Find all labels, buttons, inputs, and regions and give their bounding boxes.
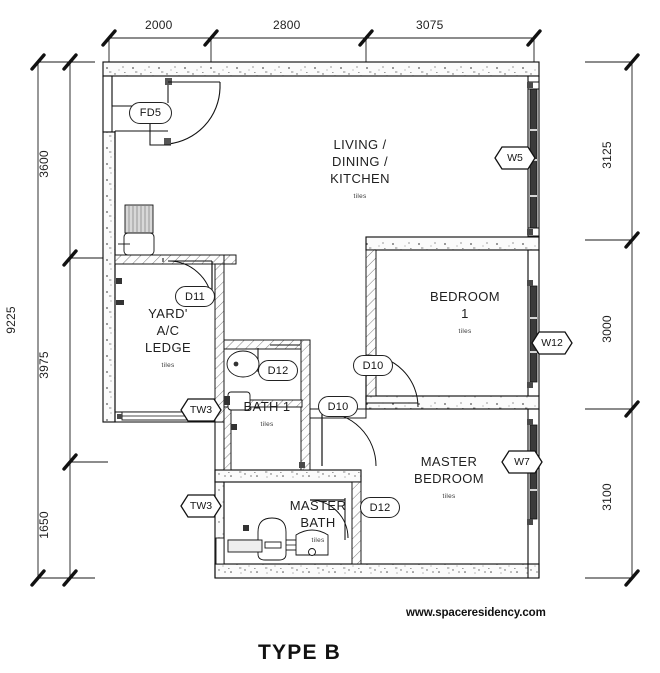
watermark-url: www.spaceresidency.com [406, 607, 546, 619]
room-label-bedroom-1: BEDROOM 1 tiles [422, 288, 508, 340]
window-tag-w7[interactable]: W7 [501, 450, 543, 474]
bedroom1-finish: tiles [458, 328, 472, 335]
bath1-finish: tiles [260, 421, 274, 428]
mbath-finish: tiles [311, 537, 325, 544]
dim-right-3100: 3100 [599, 483, 614, 511]
yard-line-1: YARD' [148, 306, 188, 321]
dim-top-3075: 3075 [416, 18, 444, 32]
window-tag-w5[interactable]: W5 [494, 146, 536, 170]
hexagon-icon [531, 331, 573, 355]
door-tag-d11[interactable]: D11 [175, 286, 215, 307]
mbath-line-1: MASTER [289, 498, 347, 513]
dim-left-3600: 3600 [36, 150, 51, 178]
master-finish: tiles [442, 493, 456, 500]
window-tag-w7-label: W7 [514, 456, 530, 468]
dim-left-1650: 1650 [36, 511, 51, 539]
window-tag-tw3-upper[interactable]: TW3 [180, 398, 222, 422]
bedroom1-line-1: BEDROOM [430, 289, 500, 304]
mbath-line-2: BATH [300, 515, 336, 530]
door-tag-d10-bedroom1[interactable]: D10 [353, 355, 393, 376]
bedroom1-line-2: 1 [461, 306, 469, 321]
window-tag-w12[interactable]: W12 [531, 331, 573, 355]
room-label-master-bedroom: MASTER BEDROOM tiles [404, 453, 494, 505]
dimension-lines-right [585, 53, 640, 587]
living-line-2: DINING / [332, 154, 388, 169]
living-finish: tiles [353, 193, 367, 200]
bath1-line-1: BATH 1 [243, 399, 291, 414]
dimension-lines-top [101, 29, 542, 62]
yard-finish: tiles [161, 362, 175, 369]
room-label-master-bath: MASTER BATH tiles [281, 497, 355, 549]
hexagon-icon [501, 450, 543, 474]
plan-title: TYPE B [258, 641, 342, 664]
dim-right-3000: 3000 [599, 315, 614, 343]
hexagon-icon [180, 398, 222, 422]
door-tag-d12-bath1[interactable]: D12 [258, 360, 298, 381]
window-tag-w12-label: W12 [541, 337, 563, 349]
master-line-1: MASTER [420, 454, 478, 469]
door-tag-d10-master[interactable]: D10 [318, 396, 358, 417]
yard-line-2: A/C [156, 323, 180, 338]
room-label-living-dining-kitchen: LIVING / DINING / KITCHEN tiles [317, 136, 403, 205]
window-tag-w5-label: W5 [507, 152, 523, 164]
room-label-bath-1: BATH 1 tiles [232, 398, 302, 433]
living-line-3: KITCHEN [330, 171, 390, 186]
window-tag-tw3-lower[interactable]: TW3 [180, 494, 222, 518]
room-label-yard-ac-ledge: YARD' A/C LEDGE tiles [133, 305, 203, 374]
master-line-2: BEDROOM [414, 471, 484, 486]
hexagon-icon [494, 146, 536, 170]
window-tag-tw3-upper-label: TW3 [189, 404, 213, 416]
fixtures [116, 204, 329, 561]
dim-top-2800: 2800 [273, 18, 301, 32]
dim-right-3125: 3125 [599, 141, 614, 169]
door-tag-d12-masterbath[interactable]: D12 [360, 497, 400, 518]
door-tag-fd5[interactable]: FD5 [129, 102, 172, 124]
dim-left-overall-9225: 9225 [3, 306, 18, 334]
living-line-1: LIVING / [333, 137, 387, 152]
yard-line-3: LEDGE [144, 340, 192, 355]
dim-left-3975: 3975 [36, 351, 51, 379]
window-tag-tw3-lower-label: TW3 [189, 500, 213, 512]
dim-top-2000: 2000 [145, 18, 173, 32]
dimension-lines-left [30, 53, 108, 587]
hexagon-icon [180, 494, 222, 518]
